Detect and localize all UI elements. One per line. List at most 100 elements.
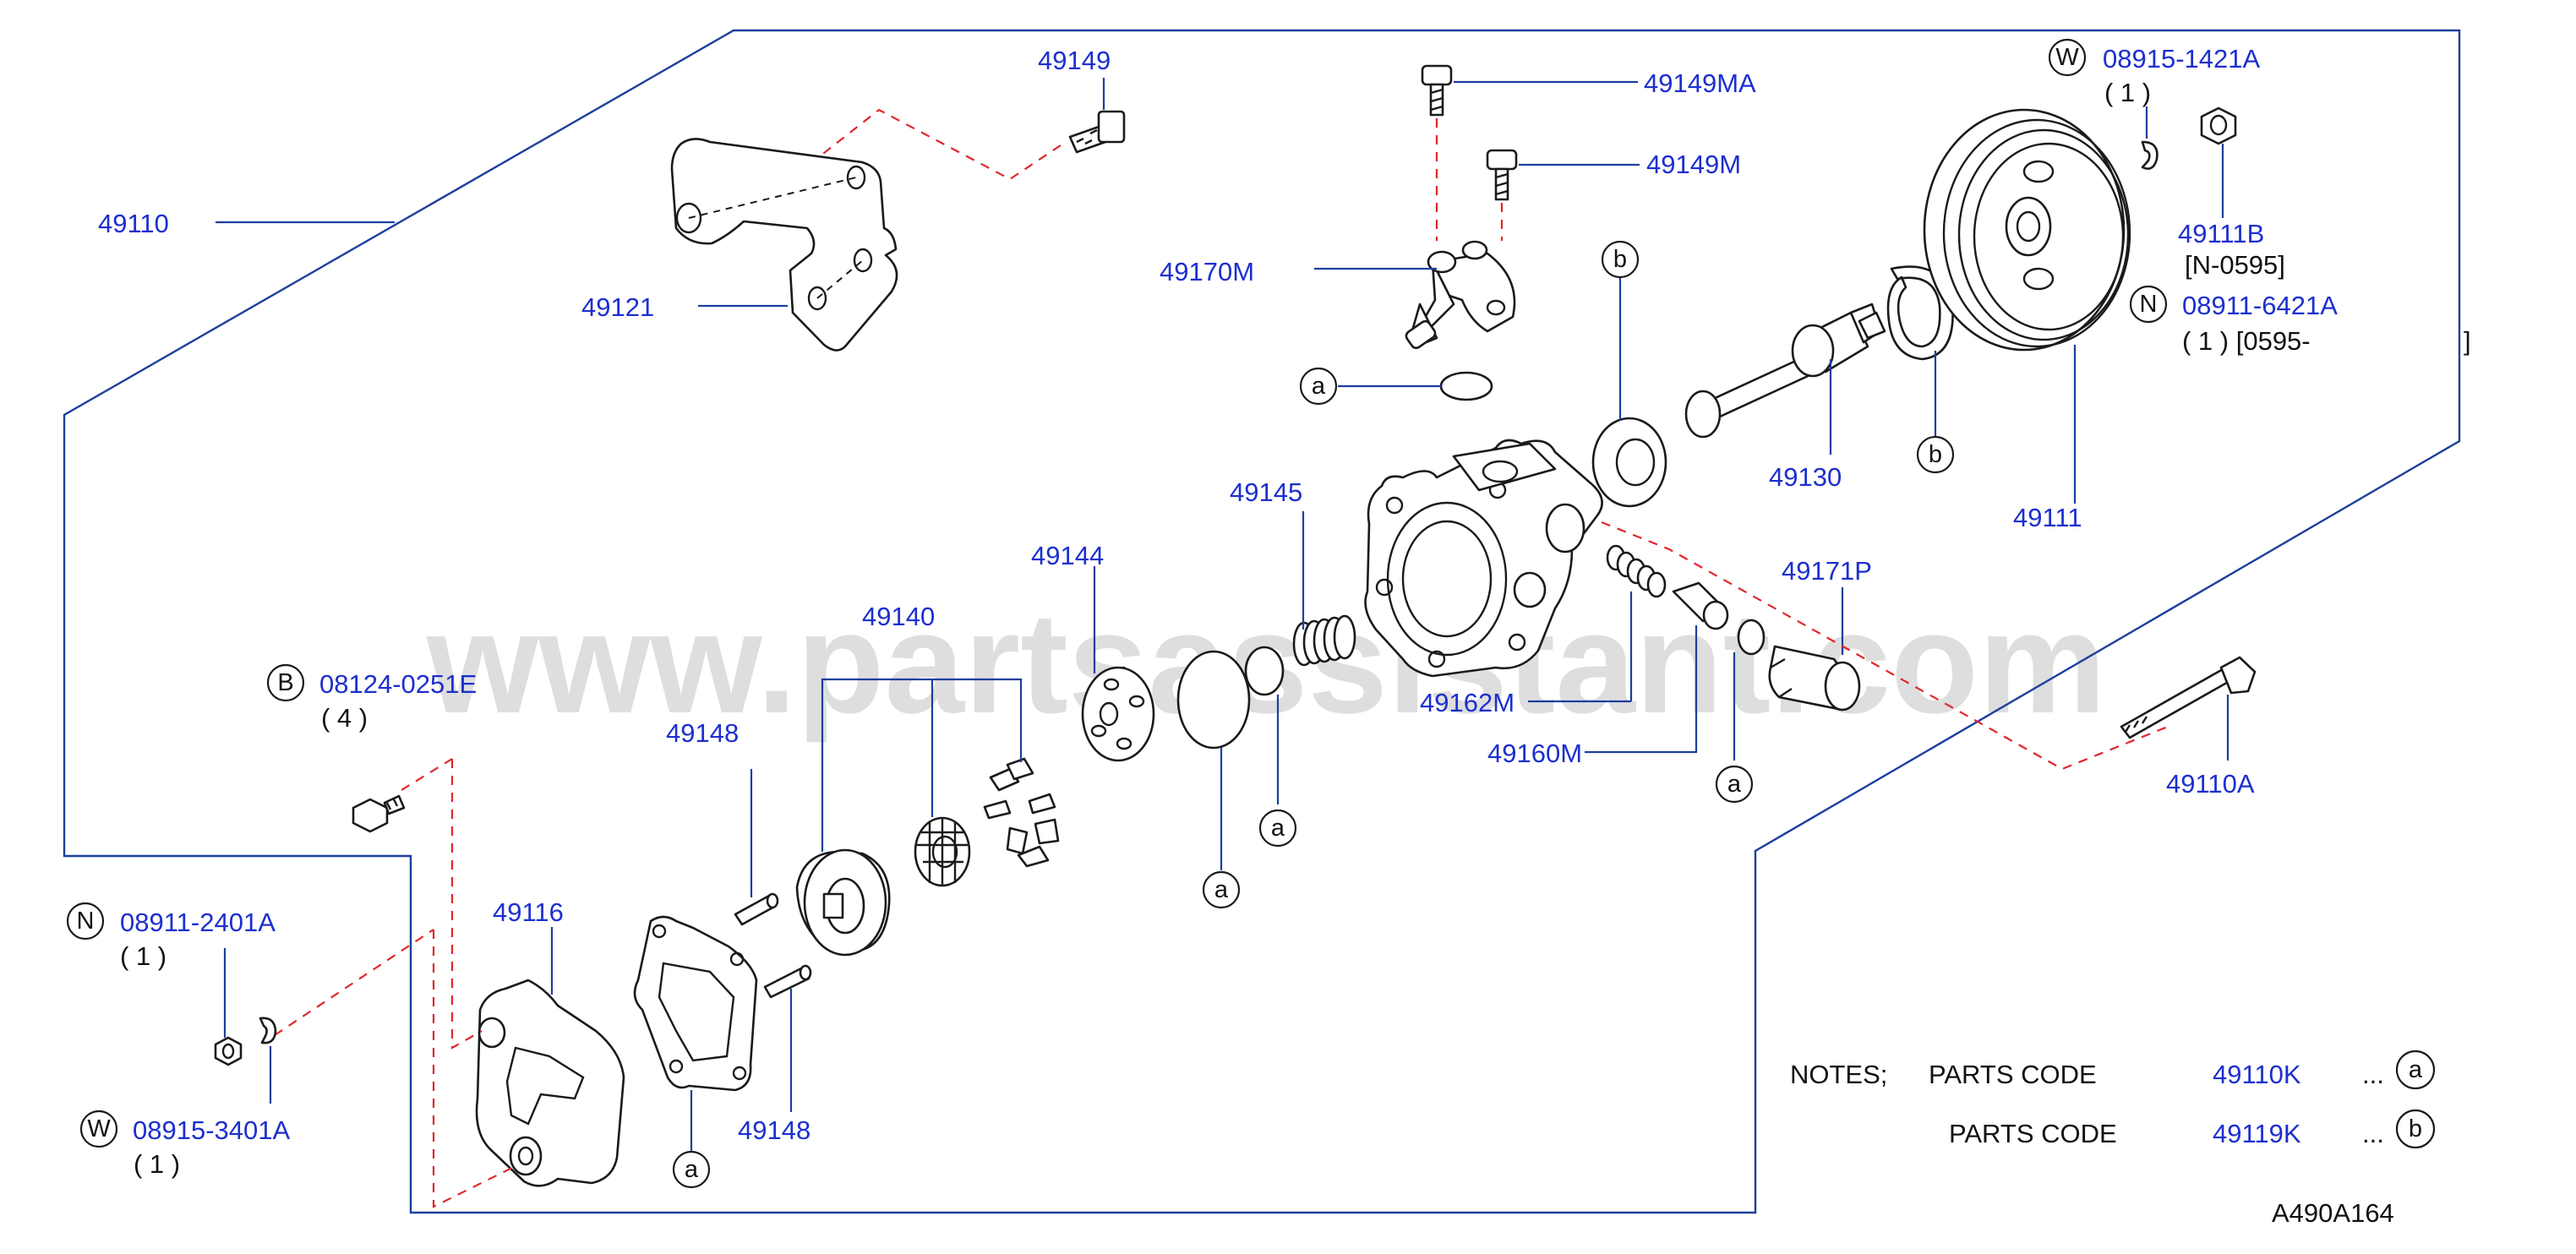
notes-marker-a-text: a bbox=[2409, 1056, 2423, 1083]
marker-n1 bbox=[2129, 285, 2168, 324]
label-49148-top: 49148 bbox=[666, 718, 739, 748]
marker-n2-text: N bbox=[77, 908, 95, 935]
marker-w1-text: W bbox=[2055, 44, 2079, 71]
oring-large bbox=[1176, 650, 1251, 750]
marker-w2 bbox=[79, 1110, 118, 1148]
plug-49171P bbox=[1768, 645, 1861, 712]
dash-49116-b bbox=[432, 930, 516, 1208]
label-08915-3401A: 08915-3401A bbox=[133, 1115, 290, 1145]
bolt-49149 bbox=[1068, 110, 1126, 154]
marker-a-gasket bbox=[672, 1150, 711, 1189]
diagram-id: A490A164 bbox=[2272, 1198, 2394, 1228]
bolt-49149MA bbox=[1421, 64, 1453, 117]
cover-49116 bbox=[475, 979, 625, 1187]
nut-08911-2401A bbox=[214, 1036, 243, 1066]
gasket bbox=[633, 915, 758, 1092]
pulley-49111 bbox=[1923, 108, 2131, 352]
bolt-08124-0251E bbox=[352, 794, 406, 833]
notes-row1-label: PARTS CODE bbox=[1929, 1060, 2097, 1089]
marker-a-49140-text: a bbox=[1214, 876, 1229, 903]
shaft-49130 bbox=[1684, 303, 1886, 439]
spring-49145 bbox=[1292, 614, 1356, 667]
label-49144: 49144 bbox=[1031, 541, 1104, 570]
notes-row2-suffix: ... bbox=[2362, 1119, 2384, 1148]
dash-nut bbox=[274, 929, 434, 1036]
nut-49111B bbox=[2200, 106, 2237, 145]
label-n0595: [N-0595] bbox=[2185, 250, 2285, 280]
rotor-49140 bbox=[914, 816, 971, 887]
marker-w2-text: W bbox=[87, 1115, 111, 1142]
marker-n1-text: N bbox=[2140, 291, 2158, 318]
label-49111B: 49111B bbox=[2178, 219, 2264, 248]
label-49162M: 49162M bbox=[1420, 688, 1514, 717]
notes-row2-code: 49119K bbox=[2213, 1119, 2301, 1148]
bracket-close: ] bbox=[2464, 326, 2471, 356]
plate-49144 bbox=[1081, 666, 1155, 762]
marker-b-bolt bbox=[266, 663, 305, 702]
label-49171P: 49171P bbox=[1782, 556, 1872, 586]
fitting-49170M bbox=[1405, 240, 1516, 350]
label-49145: 49145 bbox=[1230, 477, 1302, 507]
leader-49140 bbox=[821, 678, 1023, 852]
marker-b-ring-text: b bbox=[1929, 441, 1942, 468]
marker-a-oring-text: a bbox=[1312, 373, 1326, 400]
notes-row1-code: 49110K bbox=[2213, 1060, 2301, 1089]
dash-49110A bbox=[1601, 521, 2169, 771]
dash-49116 bbox=[450, 759, 483, 1050]
notes-marker-a bbox=[2395, 1050, 2436, 1090]
marker-a-49171-text: a bbox=[1727, 771, 1742, 798]
marker-a-49140 bbox=[1202, 870, 1241, 909]
label-49140: 49140 bbox=[862, 602, 935, 631]
qty-08915-1421A: ( 1 ) bbox=[2104, 78, 2151, 107]
notes-row2-label: PARTS CODE bbox=[1949, 1119, 2117, 1148]
washer-08915-3401A bbox=[259, 1017, 277, 1044]
qty-08915-3401A: ( 1 ) bbox=[134, 1149, 180, 1179]
oil-seal bbox=[1591, 417, 1667, 508]
oring-small bbox=[1244, 646, 1285, 696]
marker-b-bolt-text: B bbox=[277, 669, 293, 696]
vanes-49140 bbox=[983, 757, 1060, 868]
marker-n2 bbox=[66, 902, 105, 940]
pump-body bbox=[1364, 439, 1603, 678]
label-49148-bot: 49148 bbox=[738, 1115, 810, 1145]
label-49160M: 49160M bbox=[1487, 739, 1582, 768]
assembly-frame bbox=[63, 29, 2461, 1214]
label-08915-1421A: 08915-1421A bbox=[2103, 44, 2260, 74]
marker-b-seal-text: b bbox=[1613, 246, 1627, 273]
pin-49148-bot bbox=[763, 964, 812, 999]
qty-08124-0251E: ( 4 ) bbox=[321, 703, 368, 733]
notes-label: NOTES; bbox=[1790, 1060, 1887, 1089]
marker-a-gasket-text: a bbox=[685, 1156, 699, 1183]
oring-49171P bbox=[1737, 619, 1766, 656]
marker-b-seal bbox=[1601, 240, 1640, 279]
washer-08915-1421A bbox=[2141, 140, 2158, 170]
label-49149MA: 49149MA bbox=[1644, 68, 1756, 98]
label-49110: 49110 bbox=[98, 209, 169, 238]
bolt-49110A bbox=[2120, 656, 2257, 739]
marker-w1 bbox=[2048, 38, 2087, 77]
marker-a-49144-text: a bbox=[1271, 815, 1285, 842]
marker-b-ring bbox=[1916, 435, 1955, 474]
label-49116: 49116 bbox=[493, 897, 564, 927]
marker-a-oring bbox=[1299, 367, 1338, 406]
bracket-49121 bbox=[670, 138, 898, 352]
marker-a-49144 bbox=[1258, 809, 1297, 848]
label-49111: 49111 bbox=[2013, 503, 2082, 532]
valve-49160M bbox=[1672, 581, 1729, 630]
label-08911-2401A: 08911-2401A bbox=[120, 908, 276, 937]
leader-49160M bbox=[1585, 625, 1698, 754]
label-49110A: 49110A bbox=[2166, 769, 2255, 799]
label-49121: 49121 bbox=[581, 292, 654, 322]
label-08911-6421A: 08911-6421A bbox=[2182, 291, 2338, 320]
qty-08911-2401A: ( 1 ) bbox=[120, 941, 166, 971]
spring-49162M bbox=[1606, 544, 1667, 598]
dash-bolt bbox=[401, 758, 453, 791]
marker-a-49171 bbox=[1715, 765, 1754, 804]
label-49170M: 49170M bbox=[1160, 257, 1254, 286]
qty-08911-6421A: ( 1 ) [0595- bbox=[2182, 326, 2311, 356]
notes-marker-b-text: b bbox=[2409, 1115, 2422, 1142]
label-08124-0251E: 08124-0251E bbox=[319, 669, 477, 699]
cam-ring-49140 bbox=[795, 848, 891, 957]
notes-row1-suffix: ... bbox=[2362, 1060, 2384, 1089]
